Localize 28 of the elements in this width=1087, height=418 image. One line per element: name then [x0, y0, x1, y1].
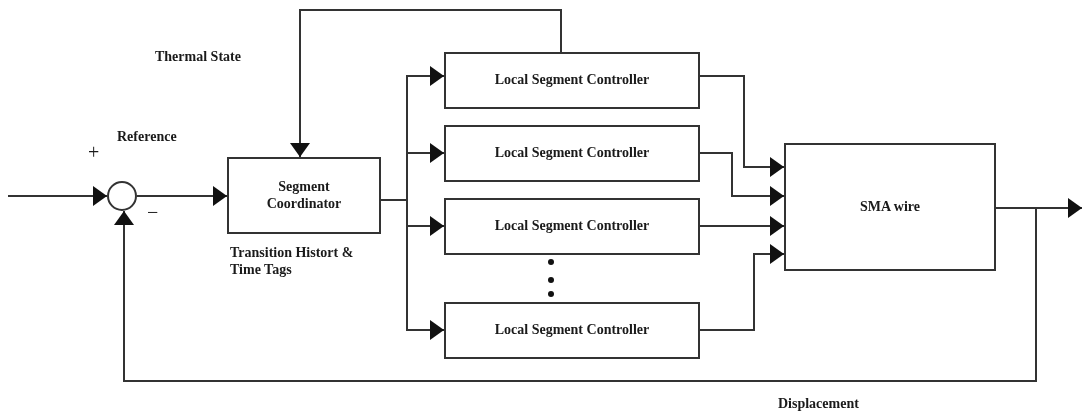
- text-label: Transition Histort & Time Tags: [230, 245, 355, 279]
- arrow: [699, 216, 785, 236]
- block-label: Local Segment Controller: [494, 145, 650, 162]
- block-box: [444, 125, 700, 182]
- block-box: [784, 143, 996, 271]
- block-box: [444, 302, 700, 359]
- text-label: Thermal State: [155, 49, 241, 66]
- arrow: [136, 186, 228, 206]
- text-label: +: [88, 140, 100, 164]
- summing-junction: [107, 181, 137, 211]
- arrow: [7, 186, 108, 206]
- block-label: Local Segment Controller: [494, 322, 650, 339]
- arrow: [290, 9, 562, 158]
- block-label: Segment Coordinator: [265, 178, 343, 213]
- text-label: Displacement: [778, 396, 859, 413]
- arrow: [699, 244, 785, 331]
- block-box: [227, 157, 381, 234]
- block-label: Local Segment Controller: [494, 218, 650, 235]
- block-label: SMA wire: [860, 198, 920, 216]
- arrow: [114, 207, 1037, 382]
- block-box: [444, 198, 700, 255]
- block-box: [444, 52, 700, 109]
- block-label: Local Segment Controller: [494, 72, 650, 89]
- text-label: Reference: [117, 129, 177, 146]
- arrow: [699, 75, 785, 177]
- arrow: [699, 152, 785, 206]
- text-label: −: [147, 200, 159, 224]
- arrow: [380, 199, 445, 340]
